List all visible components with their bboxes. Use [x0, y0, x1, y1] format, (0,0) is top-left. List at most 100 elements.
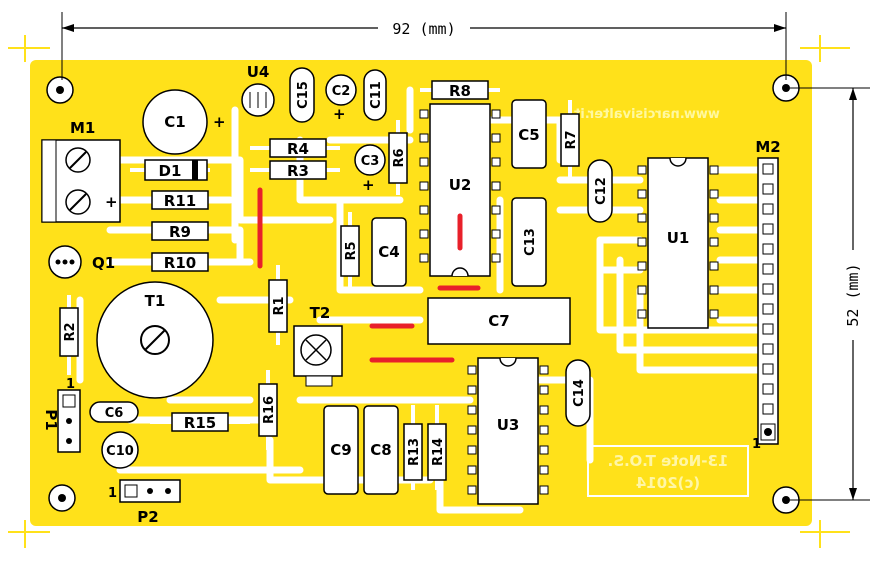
trimmer-t1: T1 [96, 281, 214, 399]
ic-pad [467, 485, 477, 495]
ic-pad [637, 213, 647, 223]
m2-pin [762, 163, 774, 175]
resistor-r4: R4 [250, 138, 340, 158]
ic-pad [539, 485, 549, 495]
ic-pad [419, 181, 429, 191]
ic-pad [709, 213, 719, 223]
svg-text:R16: R16 [262, 396, 277, 424]
jumper-wires [257, 187, 481, 363]
capacitor-c12: C12 [587, 159, 613, 223]
svg-text:www.narcisivalter.it: www.narcisivalter.it [574, 107, 720, 122]
m2-pin [762, 323, 774, 335]
ic-u1: U1 [647, 157, 709, 329]
ic-pad [491, 181, 501, 191]
m2-pin [762, 223, 774, 235]
ic-pad [709, 261, 719, 271]
svg-text:R10: R10 [164, 254, 196, 272]
m2-pin [762, 343, 774, 355]
capacitor-c3: C3 + [354, 144, 386, 194]
svg-text:1: 1 [752, 437, 761, 452]
m2-pin [762, 283, 774, 295]
header-p2: 1 P2 [108, 479, 181, 526]
svg-text:R14: R14 [431, 438, 446, 466]
resistor-r3: R3 [250, 160, 340, 180]
ic-pad [467, 385, 477, 395]
svg-text:P1: P1 [42, 409, 60, 430]
resistor-r11: R11 [130, 190, 220, 210]
resistor-r5: R5 [340, 212, 360, 290]
ic-pad [419, 109, 429, 119]
svg-text:C2: C2 [332, 84, 351, 99]
svg-text:R3: R3 [287, 162, 309, 180]
capacitor-c2: C2 + [325, 74, 357, 123]
svg-text:1: 1 [66, 377, 75, 392]
capacitor-c15: C15 [289, 67, 315, 123]
capacitor-c11: C11 [363, 69, 387, 121]
ic-pad [539, 465, 549, 475]
svg-text:Q1: Q1 [92, 254, 115, 272]
svg-text:R5: R5 [344, 241, 359, 260]
svg-text:R2: R2 [63, 322, 78, 341]
svg-text:T1: T1 [145, 292, 166, 310]
svg-text:P2: P2 [137, 508, 158, 526]
svg-text:R6: R6 [392, 148, 407, 167]
ic-pad [539, 425, 549, 435]
transistor-q1: Q1 [48, 245, 115, 279]
ic-u3: U3 [477, 357, 539, 505]
svg-text:D1: D1 [159, 162, 182, 180]
ic-pad [637, 261, 647, 271]
svg-text:C7: C7 [488, 312, 509, 330]
ic-pad [491, 253, 501, 263]
ic-pad [491, 133, 501, 143]
svg-text:U4: U4 [247, 63, 270, 81]
ic-pad [467, 425, 477, 435]
ic-pad [539, 445, 549, 455]
ic-pad [419, 133, 429, 143]
svg-text:C12: C12 [594, 177, 609, 205]
ic-pad [491, 157, 501, 167]
m2-pin [762, 363, 774, 375]
header-m2: M2 1 [752, 138, 781, 452]
svg-text:U1: U1 [667, 229, 690, 247]
svg-text:R13: R13 [407, 438, 422, 466]
svg-text:R8: R8 [449, 82, 471, 100]
resistor-r1: R1 [268, 265, 288, 345]
svg-text:R7: R7 [564, 130, 579, 149]
svg-text:13-Note T.O.S.: 13-Note T.O.S. [608, 452, 729, 470]
m2-pin [762, 383, 774, 395]
width-dimension-label: 92 (mm) [392, 20, 455, 38]
ic-pads [419, 109, 719, 495]
ic-pad [709, 309, 719, 319]
ic-pad [539, 405, 549, 415]
svg-text:+: + [333, 105, 346, 123]
capacitor-c8: C8 [363, 405, 399, 495]
svg-text:C5: C5 [518, 126, 539, 144]
svg-text:C11: C11 [369, 81, 384, 109]
ic-pad [419, 157, 429, 167]
terminal-block-m1: M1 + [41, 119, 121, 223]
svg-text:T2: T2 [310, 304, 331, 322]
svg-text:+: + [105, 193, 118, 211]
svg-text:C6: C6 [105, 406, 124, 421]
resistor-r8: R8 [420, 80, 500, 100]
regulator-u4: U4 [241, 63, 275, 117]
resistor-r14: R14 [427, 405, 447, 490]
m2-pin [762, 243, 774, 255]
svg-text:C10: C10 [106, 444, 134, 459]
m2-pin [762, 183, 774, 195]
svg-text:C13: C13 [523, 228, 538, 256]
svg-text:+: + [213, 113, 226, 131]
ic-pad [637, 285, 647, 295]
ic-pad [539, 385, 549, 395]
svg-text:(c)2014: (c)2014 [636, 474, 700, 492]
m2-pin [762, 303, 774, 315]
svg-text:C8: C8 [370, 441, 391, 459]
trimmer-t2: T2 [293, 304, 343, 387]
capacitor-c7: C7 [427, 297, 571, 345]
ic-pad [467, 365, 477, 375]
svg-text:C4: C4 [378, 243, 399, 261]
ic-pad [491, 205, 501, 215]
svg-text:R11: R11 [164, 192, 196, 210]
